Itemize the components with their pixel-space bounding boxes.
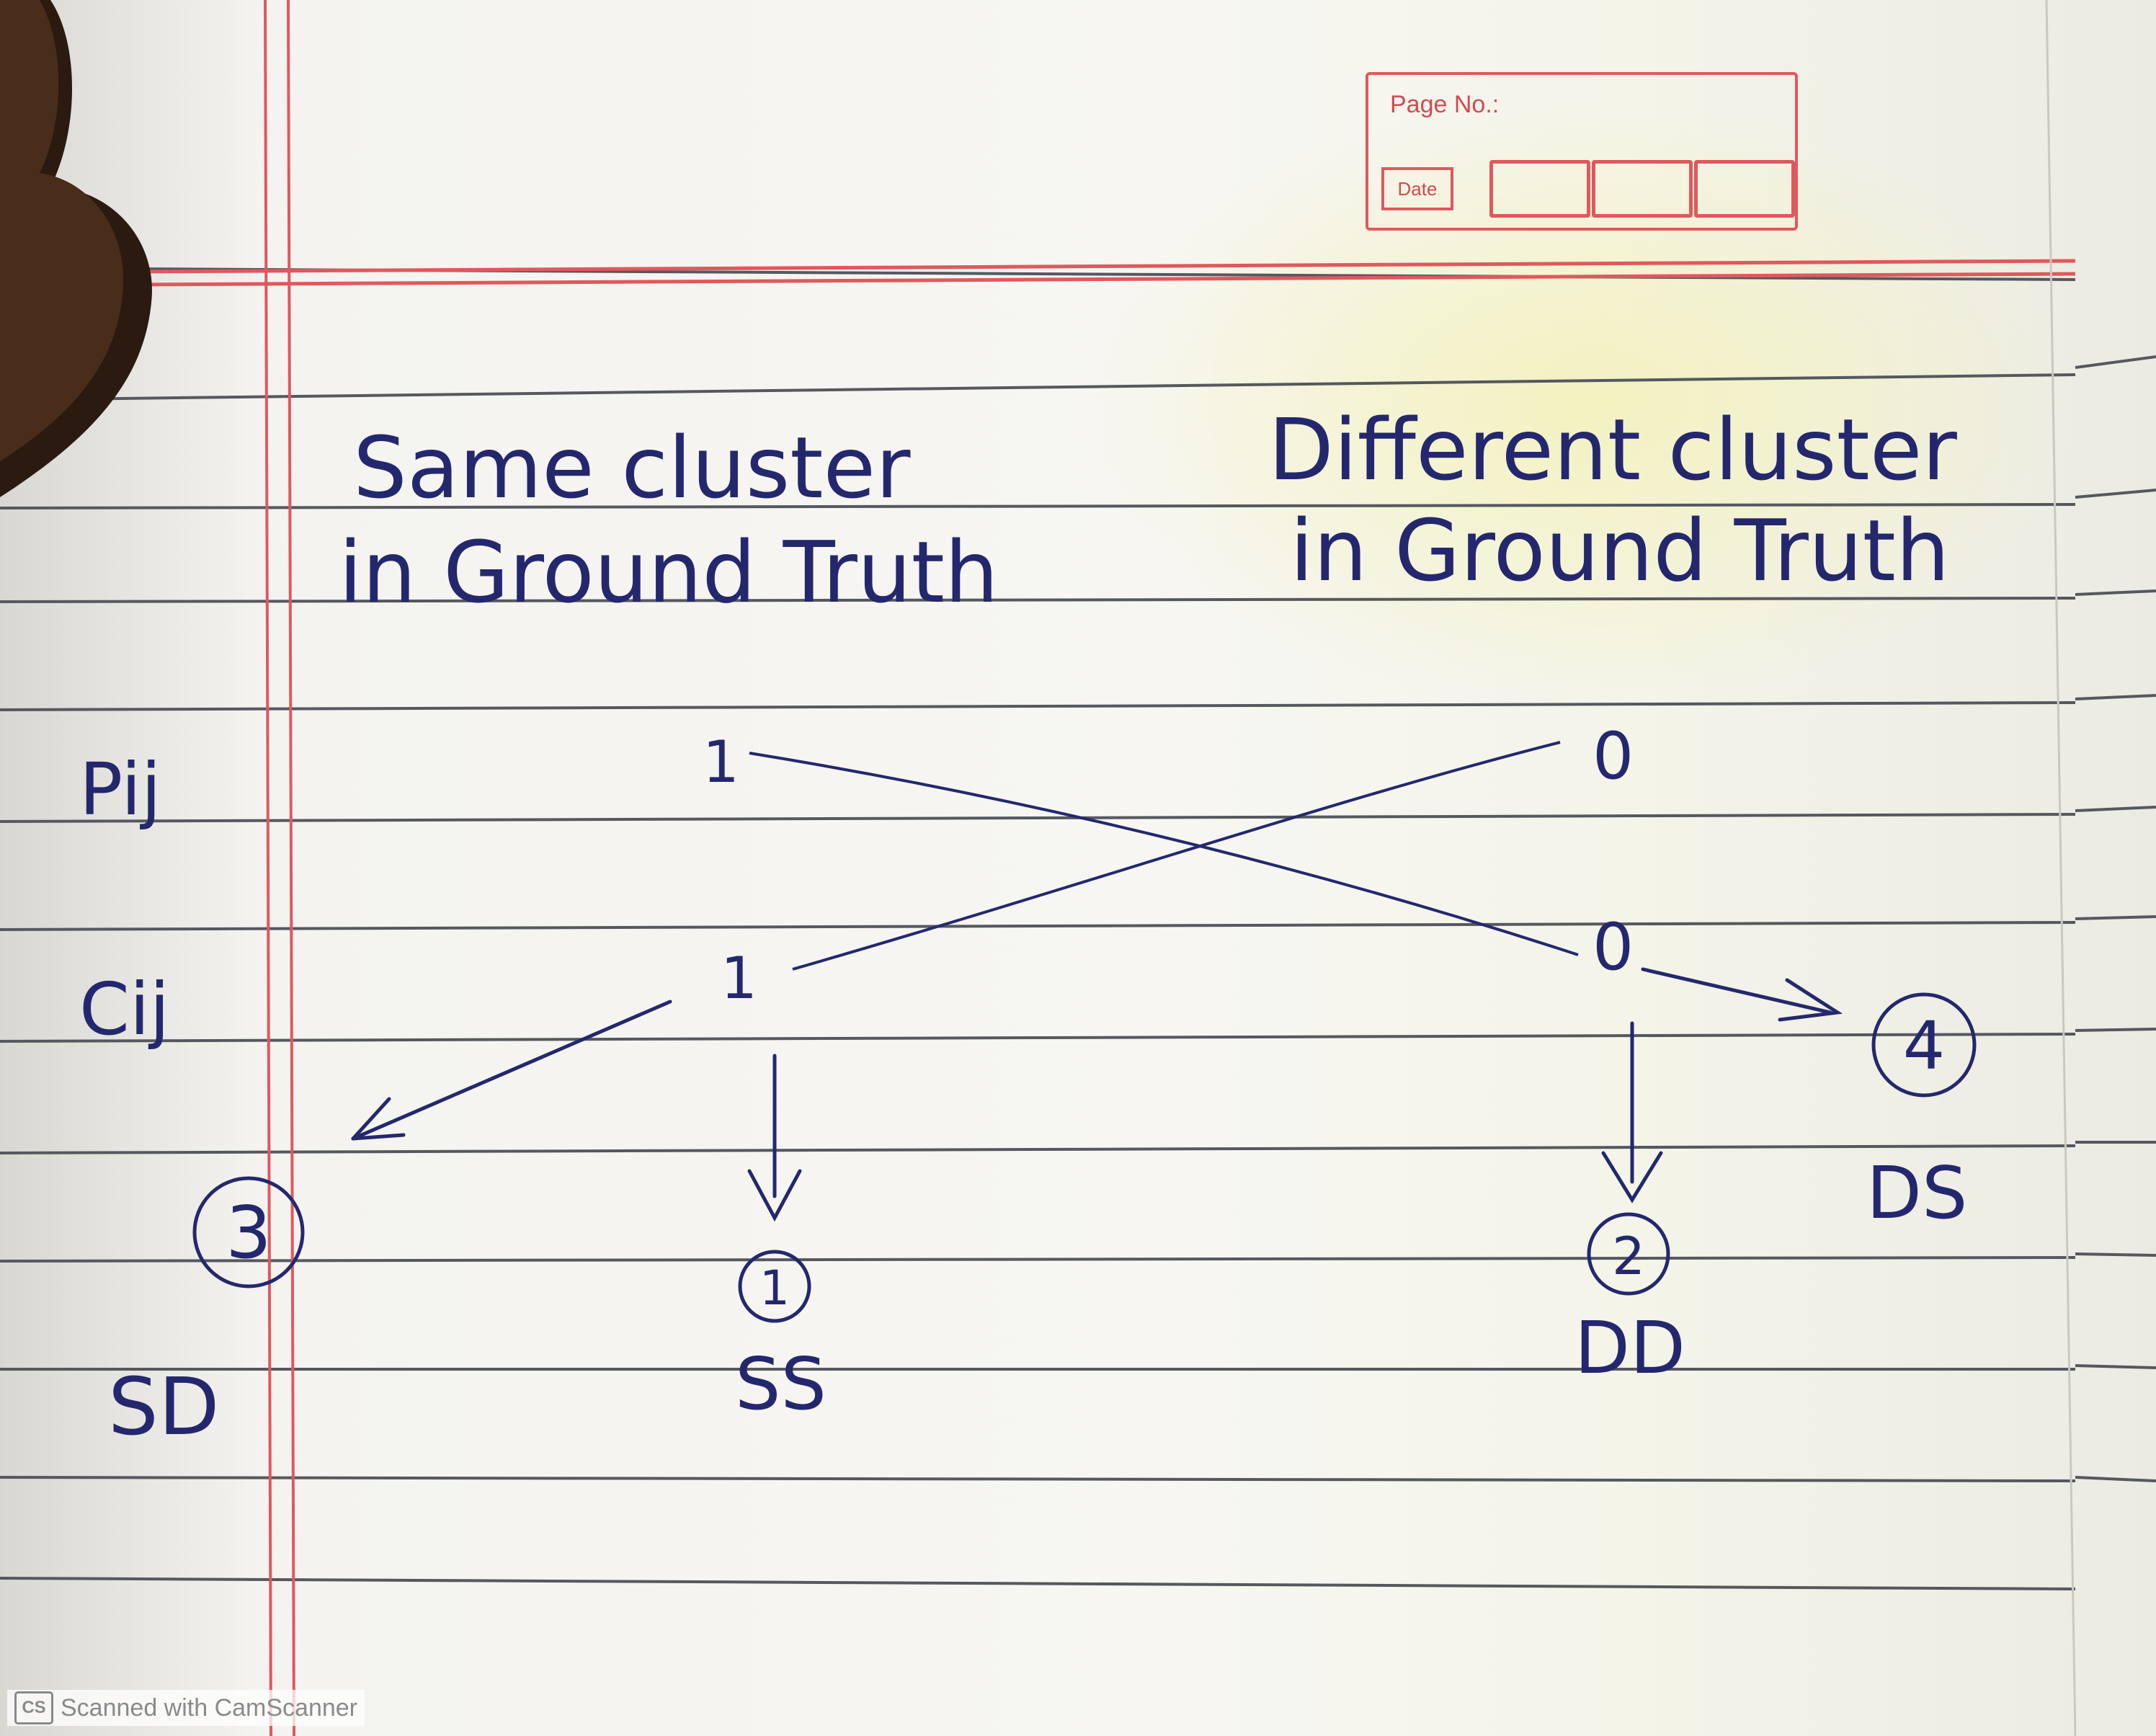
rule-line: [0, 1256, 2076, 1263]
page-edge: [2045, 0, 2077, 1736]
page-number-label: Page No.:: [1390, 91, 1500, 118]
margin-lines: [264, 0, 295, 1736]
watermark-text: Scanned with CamScanner: [61, 1693, 358, 1722]
cross-line-p-same-to-c-diff: [749, 752, 1579, 956]
outcome-4-number: 4: [1903, 1007, 1946, 1085]
arrow-to-outcome-3: [351, 1000, 672, 1141]
left-heading-line1: Same cluster: [353, 418, 911, 517]
light-glare: [1081, 101, 2090, 706]
date-cell: [1489, 160, 1590, 218]
right-heading-line1: Different cluster: [1268, 400, 1957, 499]
rule-line: [0, 921, 2076, 931]
rule-line: [0, 1476, 2076, 1482]
camscanner-watermark: CS Scanned with CamScanner: [7, 1690, 365, 1726]
rule-line: [0, 1144, 2076, 1154]
left-heading-line2: in Ground Truth: [339, 522, 999, 622]
outcome-1: 1: [738, 1250, 811, 1323]
outcome-1-label: SS: [735, 1342, 827, 1426]
thumb: [0, 0, 124, 461]
rule-line: [0, 1577, 2076, 1590]
rule-line: [0, 597, 2076, 603]
rule-line: [0, 503, 2076, 509]
value-c-diff: 0: [1592, 909, 1634, 985]
outcome-3-label: SD: [108, 1361, 220, 1453]
value-p-same: 1: [703, 729, 739, 796]
outcome-2-label: DD: [1574, 1306, 1685, 1390]
outcome-2-number: 2: [1612, 1226, 1645, 1286]
value-c-same: 1: [721, 945, 757, 1012]
outcome-3-number: 3: [226, 1190, 272, 1275]
rule-line: [0, 1033, 2076, 1043]
cross-line-c-same-to-p-diff: [792, 741, 1561, 971]
header-red-lines: [0, 259, 2076, 288]
outcome-3: 3: [192, 1176, 305, 1288]
rule-line: [0, 373, 2076, 401]
outcome-4: 4: [1871, 992, 1977, 1098]
value-p-diff: 0: [1592, 718, 1634, 794]
rule-line: [0, 701, 2076, 711]
arrow-to-outcome-2: [1601, 1021, 1663, 1203]
camscanner-logo: CS: [14, 1691, 53, 1724]
date-cell: [1694, 160, 1795, 218]
page-number-box: Page No.: Date: [1366, 72, 1798, 231]
date-cell: [1592, 160, 1693, 218]
ruled-lines: [0, 267, 2156, 1590]
row-label-p: Pij: [79, 747, 161, 832]
arrow-to-outcome-4: [1641, 967, 1843, 1022]
outcome-4-label: DS: [1866, 1151, 1967, 1235]
arrow-to-outcome-1: [747, 1054, 802, 1222]
row-label-c: Cij: [79, 967, 169, 1051]
date-label: Date: [1381, 167, 1453, 210]
outcome-1-number: 1: [760, 1260, 790, 1316]
right-heading-line2: in Ground Truth: [1290, 501, 1950, 600]
rule-line: [0, 813, 2076, 823]
outcome-2: 2: [1587, 1212, 1670, 1296]
